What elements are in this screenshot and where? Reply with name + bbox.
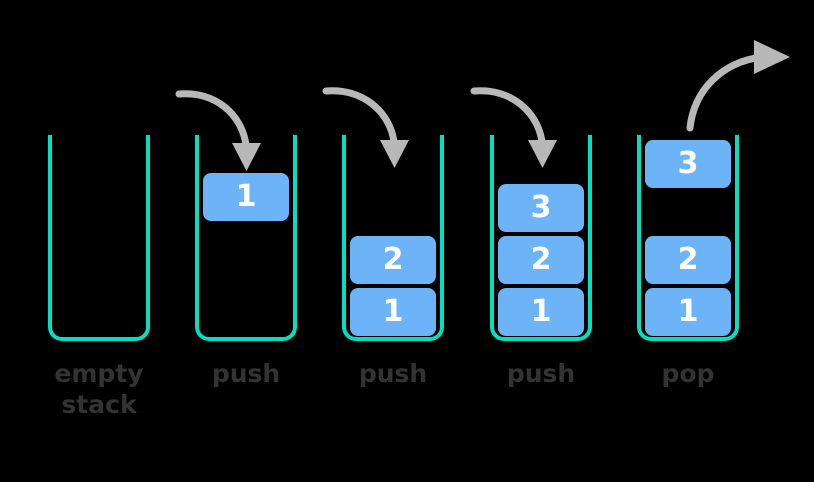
stack-item-box: 2 [350, 236, 436, 284]
stack-container-push-2 [342, 135, 444, 341]
stack-container-push-3 [490, 135, 592, 341]
stack-item-box: 2 [498, 236, 584, 284]
stack-caption-push-1: push [211, 359, 281, 388]
stack-item-box: 1 [350, 288, 436, 336]
stack-popped-box: 3 [645, 140, 731, 188]
stack-item-box: 1 [645, 288, 731, 336]
stack-item-box: 3 [498, 184, 584, 232]
stack-caption-pop: pop [661, 359, 715, 388]
stack-container-empty [48, 135, 150, 341]
stack-item-box: 2 [645, 236, 731, 284]
stack-column-push-2: 2 1 push [318, 0, 468, 482]
stack-caption-push-2: push [358, 359, 428, 388]
stack-column-push-1: 1 push [171, 0, 321, 482]
stack-item-box: 1 [498, 288, 584, 336]
stack-container-pop [637, 135, 739, 341]
stack-column-empty: empty stack [24, 0, 174, 482]
stack-container-push-1 [195, 135, 297, 341]
stack-item-box: 1 [203, 173, 289, 221]
stack-caption-empty: empty stack [54, 359, 144, 420]
stack-caption-push-3: push [506, 359, 576, 388]
stack-column-push-3: 3 2 1 push [466, 0, 616, 482]
stack-column-pop: 3 2 1 pop [613, 0, 763, 482]
